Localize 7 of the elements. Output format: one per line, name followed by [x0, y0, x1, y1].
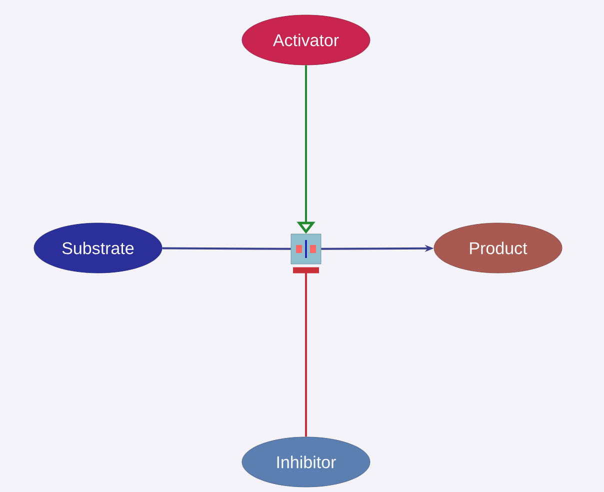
ellipse-node: Activator	[242, 14, 370, 66]
arrow	[293, 267, 319, 437]
ellipse-node: Product	[434, 222, 562, 274]
ellipse-node: Substrate	[34, 222, 162, 274]
ellipse-node: Inhibitor	[242, 436, 370, 488]
connector-line	[162, 247, 291, 250]
reaction-box	[290, 234, 322, 264]
